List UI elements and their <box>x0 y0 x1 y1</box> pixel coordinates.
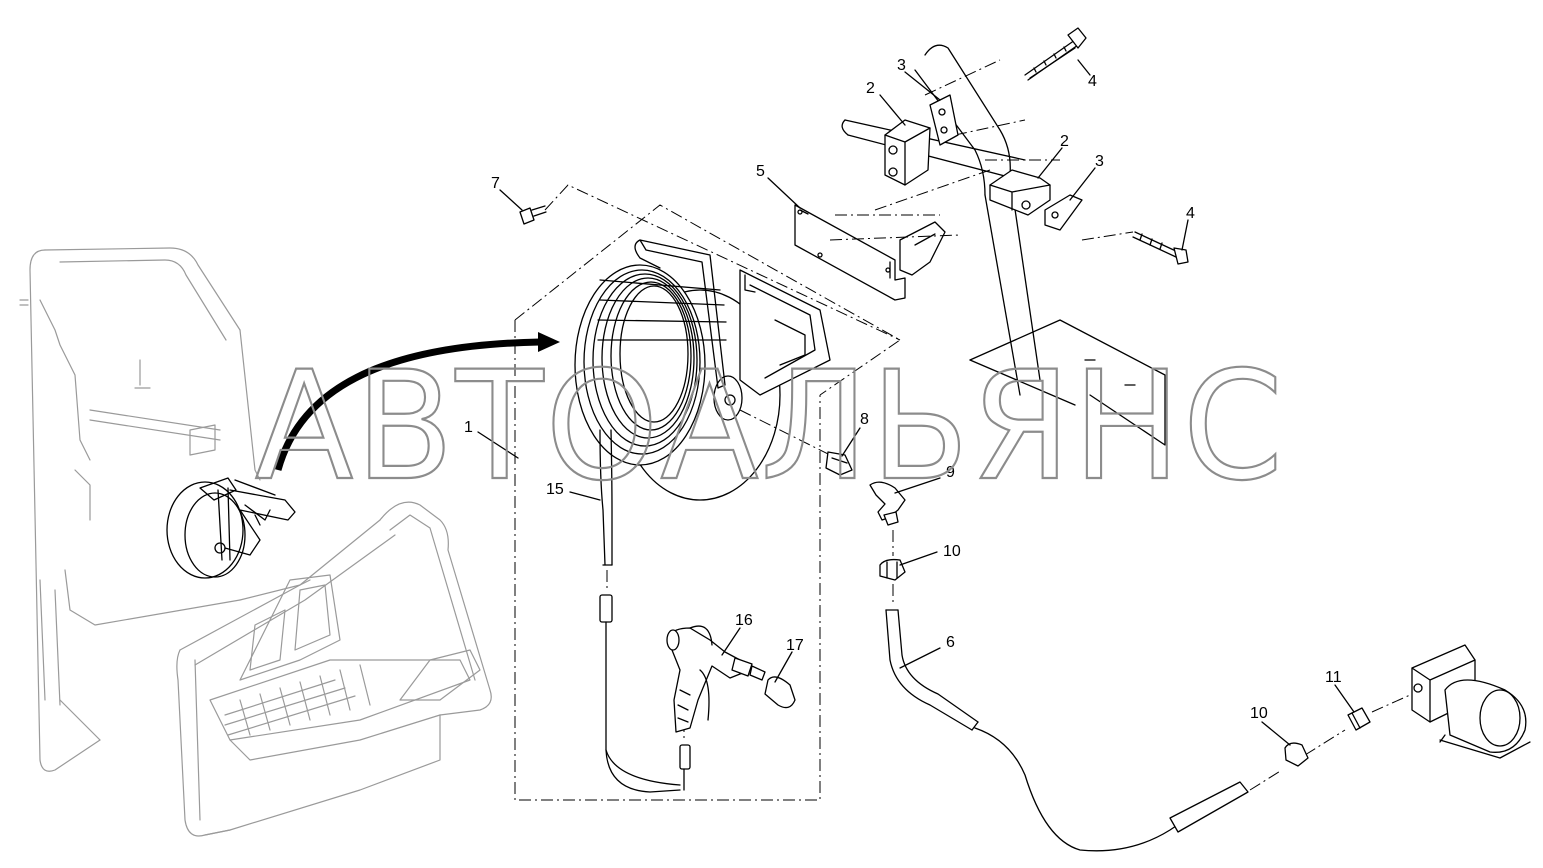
callout-10b: 10 <box>1250 705 1268 722</box>
callout-2a: 2 <box>866 80 875 97</box>
callout-9: 9 <box>946 464 955 481</box>
callout-5: 5 <box>756 163 765 180</box>
mounting-bracket <box>794 204 961 301</box>
callout-7: 7 <box>491 175 500 192</box>
upright-tube-frame <box>841 44 1166 446</box>
callout-8: 8 <box>860 411 869 428</box>
bolts <box>1024 27 1189 265</box>
watermark-text: АВТОАЛЬЯНС <box>255 340 1285 514</box>
motor-connection <box>1249 644 1531 791</box>
clamp-blocks <box>874 94 1083 231</box>
callout-6: 6 <box>946 634 955 651</box>
callout-16: 16 <box>735 612 753 629</box>
callout-4a: 4 <box>1088 73 1097 90</box>
callout-3b: 3 <box>1095 153 1104 170</box>
callout-3a: 3 <box>897 57 906 74</box>
callout-10a: 10 <box>943 543 961 560</box>
location-arrow <box>274 332 560 471</box>
callout-11: 11 <box>1325 669 1342 686</box>
hose-reel <box>574 239 831 793</box>
leader-lines <box>477 59 1355 746</box>
callout-1: 1 <box>464 419 473 436</box>
callout-2b: 2 <box>1060 133 1069 150</box>
machine-frame <box>19 247 492 837</box>
callout-17: 17 <box>786 637 804 654</box>
fittings-and-hose <box>739 409 1249 852</box>
air-gun <box>666 625 796 733</box>
callout-numbers: 1 2 2 3 3 4 4 5 6 7 8 9 10 10 11 15 16 1… <box>464 57 1342 722</box>
screw <box>519 205 547 225</box>
mounted-reel-thumbnail <box>166 477 296 579</box>
callout-15: 15 <box>546 481 564 498</box>
callout-4b: 4 <box>1186 205 1195 222</box>
assembly-boundary <box>514 184 901 801</box>
